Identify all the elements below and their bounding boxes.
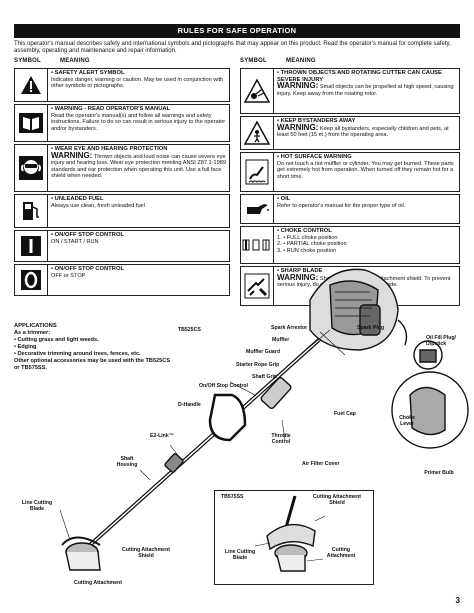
inset-label-attachment: Cutting Attachment <box>326 547 356 559</box>
label-air-filter: Air Filter Cover <box>302 461 340 467</box>
label-muffler: Muffler <box>272 337 290 343</box>
label-fuel-cap: Fuel Cap <box>334 411 356 417</box>
label-ez-link: E2-Link™ <box>150 433 174 439</box>
applications-block: APPLICATIONS As a trimmer: • Cutting gra… <box>14 323 174 372</box>
symbol-row-choke: • CHOKE CONTROL 1. • FULL choke position… <box>240 226 460 264</box>
col-meaning-right: MEANING <box>286 58 316 64</box>
row-heading: • HOT SURFACE WARNING <box>277 154 352 160</box>
inset-drawing <box>254 495 326 572</box>
row-warning: WARNING: <box>277 81 319 91</box>
choke-item-partial: 2. • PARTIAL choke position <box>277 241 347 248</box>
applications-subtitle: As a trimmer: <box>14 330 51 336</box>
row-heading: • UNLEADED FUEL <box>51 196 104 202</box>
row-body: Keep all bystanders, especially children… <box>277 125 449 139</box>
col-symbol-right: SYMBOL <box>240 58 267 64</box>
label-line-cutting-blade: Line Cutting Blade <box>21 500 53 512</box>
model-label-main: TB525CS <box>178 327 201 333</box>
row-body: Read the operator's manual(s) and follow… <box>51 112 226 132</box>
row-heading: • CHOKE CONTROL <box>277 228 332 234</box>
read-manual-icon <box>15 105 48 141</box>
choke-item-run: 3. • RUN choke position <box>277 247 337 254</box>
row-warning: WARNING: <box>277 122 319 132</box>
row-body: ON / START / RUN <box>51 238 99 245</box>
label-primer-bulb: Primer Bulb <box>424 470 454 476</box>
col-symbol-left: SYMBOL <box>14 58 41 64</box>
label-throttle-control: Throttle Control <box>271 433 291 445</box>
row-body: Thrown objects and loud noise can cause … <box>51 153 226 180</box>
oil-can-icon <box>241 195 274 223</box>
row-heading: • KEEP BYSTANDERS AWAY <box>277 118 356 124</box>
applications-note: Other optional accessories may be used w… <box>14 358 171 371</box>
intro-paragraph: This operator's manual describes safety … <box>14 41 451 55</box>
fuel-pump-icon <box>15 195 48 227</box>
col-meaning-left: MEANING <box>60 58 90 64</box>
label-choke-lever: Choke Lever <box>399 415 415 427</box>
row-heading: • WEAR EYE AND HEARING PROTECTION <box>51 146 168 152</box>
row-body: Indicates danger, warning or caution. Ma… <box>51 76 224 90</box>
section-title: RULES FOR SAFE OPERATION <box>14 24 460 38</box>
row-heading: • ON/OFF STOP CONTROL <box>51 266 124 272</box>
choke-item-full: 1. • FULL choke position <box>277 234 338 241</box>
applications-title: APPLICATIONS <box>14 323 57 329</box>
inset-label-blade: Line Cutting Blade <box>224 549 256 561</box>
applications-item: • Edging <box>14 344 37 350</box>
row-warning: WARNING: <box>277 272 319 282</box>
row-heading: • WARNING - READ OPERATOR'S MANUAL <box>51 106 171 112</box>
label-shaft-grip: Shaft Grip <box>252 374 278 380</box>
label-cutting-attachment: Cutting Attachment <box>74 580 122 586</box>
inset-label-shield: Cutting Attachment Shield <box>313 494 361 506</box>
model-label-inset: TB575SS <box>221 494 244 500</box>
label-shaft-housing: Shaft Housing <box>116 456 138 468</box>
choke-icon <box>241 227 274 263</box>
row-body: Always use clean, fresh unleaded fuel <box>51 202 145 209</box>
row-heading: • SHARP BLADE <box>277 268 323 274</box>
row-heading: • ON/OFF STOP CONTROL <box>51 232 124 238</box>
row-body: Do not touch a hot muffler or cylinder. … <box>277 160 454 180</box>
page-number: 3 <box>455 596 460 605</box>
label-cutting-attachment-shield: Cutting Attachment Shield <box>122 547 170 559</box>
hot-surface-icon <box>241 153 274 191</box>
label-oil-fill: Oil Fill Plug/ Dipstick <box>426 335 456 347</box>
row-warning: WARNING: <box>51 150 93 160</box>
off-stop-icon <box>15 265 48 295</box>
row-body: Small objects can be propelled at high s… <box>277 84 454 97</box>
label-onoff-control: On/Off Stop Control <box>199 383 248 389</box>
row-heading: • SAFETY ALERT SYMBOL <box>51 70 125 76</box>
row-heading: • OIL <box>277 196 291 202</box>
label-starter-rope: Starter Rope Grip <box>236 362 280 368</box>
thrown-objects-icon <box>241 69 274 113</box>
applications-item: • Cutting grass and light weeds. <box>14 337 99 343</box>
on-start-run-icon <box>15 231 48 261</box>
label-d-handle: D-Handle <box>178 402 201 408</box>
label-spark-plug: Spark Plug <box>357 325 385 331</box>
bystanders-away-icon <box>241 117 274 149</box>
eye-hearing-icon <box>15 145 48 191</box>
inset-tb575ss: TB575SS Cutting Attachment Shield Line C… <box>214 490 374 585</box>
applications-item: • Decorative trimming around trees, fenc… <box>14 351 141 357</box>
row-body: OFF or STOP <box>51 272 86 279</box>
safety-alert-icon <box>15 69 48 101</box>
row-body: Refer to operator's manual for the prope… <box>277 202 406 209</box>
row-heading: • THROWN OBJECTS AND ROTATING CUTTER CAN… <box>277 70 442 83</box>
label-spark-arrestor: Spark Arrestor <box>271 325 308 331</box>
symbol-row-thrown-objects: • THROWN OBJECTS AND ROTATING CUTTER CAN… <box>240 68 460 114</box>
label-muffler-guard: Muffler Guard <box>246 349 281 355</box>
sharp-blade-icon <box>241 267 274 305</box>
